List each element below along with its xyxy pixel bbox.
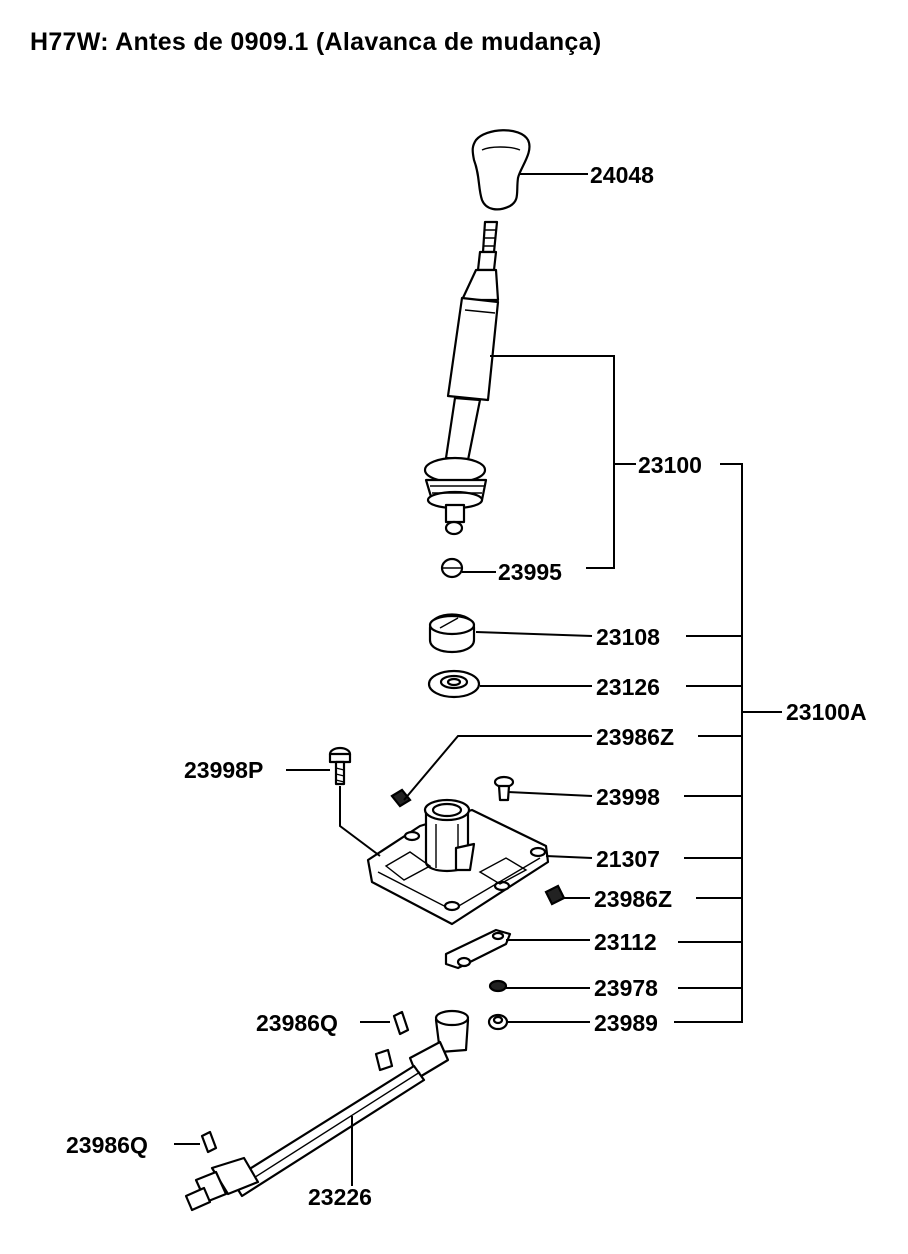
label-23995: 23995: [498, 559, 562, 585]
label-23108: 23108: [596, 624, 660, 650]
pin-23986z-upper: [390, 788, 412, 808]
label-23986q-lower: 23986Q: [66, 1132, 148, 1158]
label-24048: 24048: [590, 162, 654, 188]
pin-23986q-lower: [200, 1130, 218, 1154]
label-23126: 23126: [596, 674, 660, 700]
label-23986z-upper: 23986Z: [596, 724, 674, 750]
label-23112: 23112: [594, 929, 657, 955]
label-23986q-upper: 23986Q: [256, 1010, 338, 1036]
part-labels: 24048 23100 23995 23108 23126 23100A 239…: [66, 162, 867, 1210]
label-23100a: 23100A: [786, 699, 867, 725]
label-23978: 23978: [594, 975, 658, 1001]
bolt-23998p: [328, 746, 352, 786]
pin-23986z-lower: [544, 884, 566, 906]
shift-knob: [471, 129, 531, 211]
pin-23986q-upper: [392, 1010, 410, 1036]
nut-23989: [487, 1013, 509, 1031]
label-23226: 23226: [308, 1184, 372, 1210]
leader-lines: [174, 173, 782, 1186]
label-23986z-lower: 23986Z: [594, 886, 672, 912]
label-23989: 23989: [594, 1010, 658, 1036]
lever-plate: [444, 928, 512, 970]
label-21307: 21307: [596, 846, 660, 872]
screw-23998: [493, 775, 515, 802]
label-23100: 23100: [638, 452, 702, 478]
lever-housing: [366, 798, 550, 926]
shift-lever: [423, 220, 500, 536]
nut-23978: [488, 979, 508, 993]
bushing-cup: [428, 613, 476, 653]
ball-bushing: [440, 557, 464, 579]
label-23998: 23998: [596, 784, 660, 810]
label-23998p: 23998P: [184, 757, 263, 783]
shift-rod: [184, 1009, 470, 1212]
washer: [427, 669, 481, 699]
diagram-title: H77W: Antes de 0909.1 (Alavanca de mudan…: [30, 28, 602, 56]
